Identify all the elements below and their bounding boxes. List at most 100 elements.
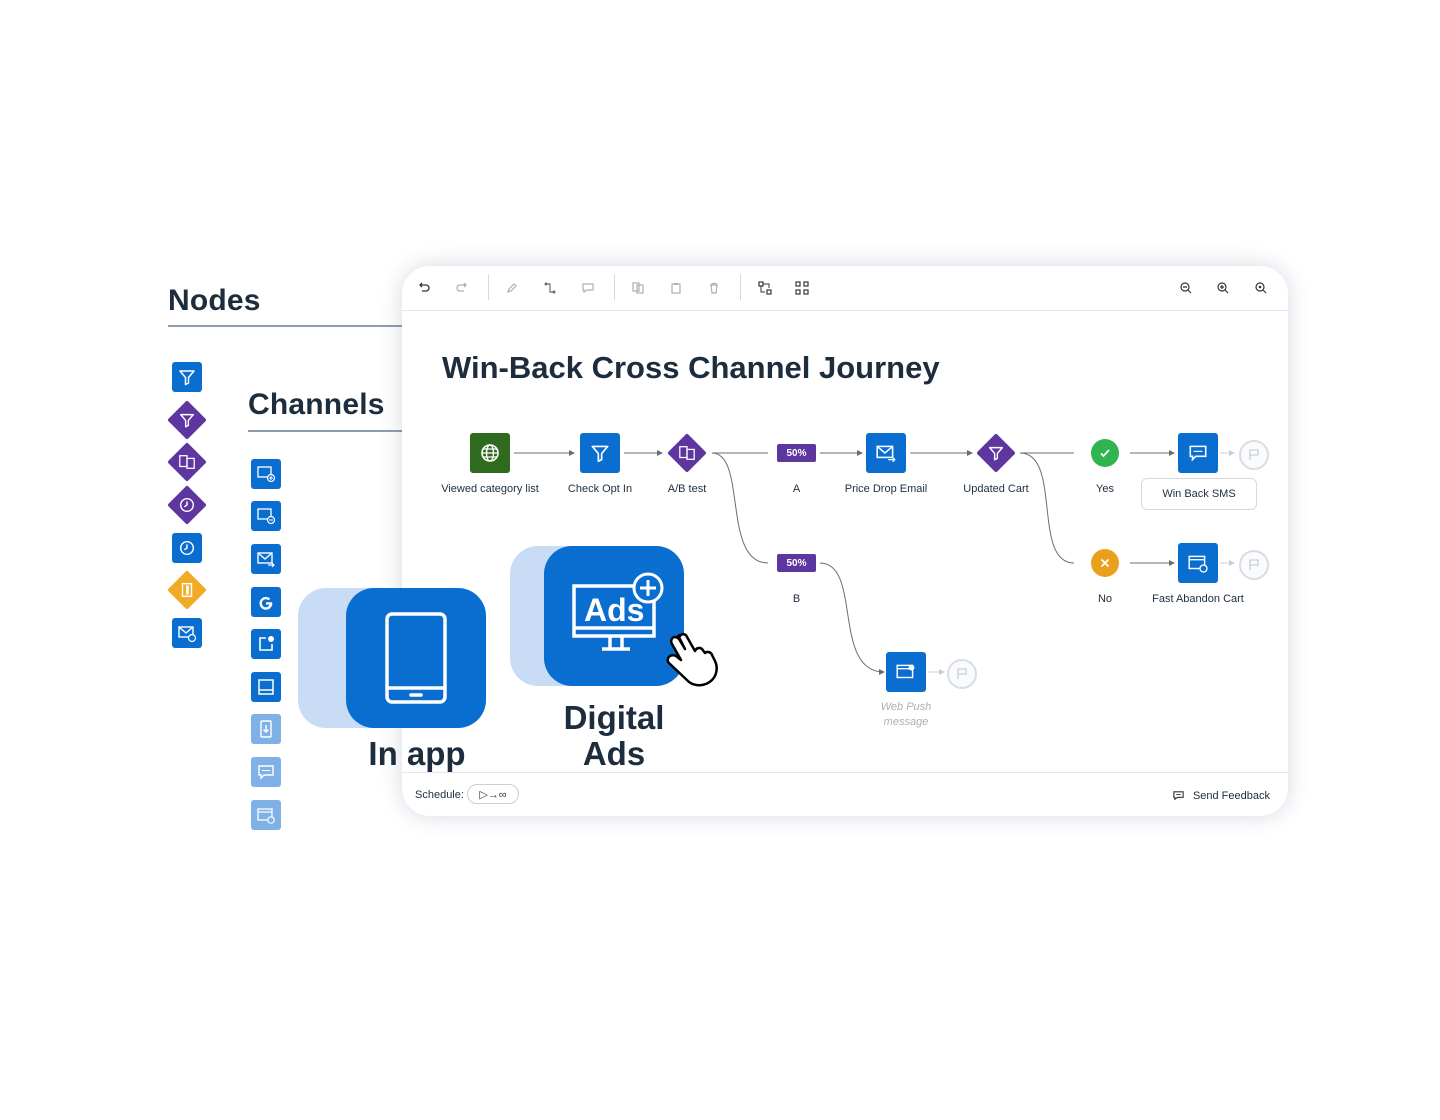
- ab-test-node[interactable]: [667, 433, 707, 473]
- split-b-badge[interactable]: 50%: [777, 554, 816, 572]
- fast-abandon-cart-node[interactable]: [1178, 543, 1218, 583]
- arrange-button[interactable]: [792, 278, 812, 298]
- end-node-push[interactable]: [947, 659, 977, 689]
- sms-icon: [258, 765, 274, 780]
- digital-ads-tile[interactable]: Ads: [544, 546, 684, 686]
- zoom-reset-button[interactable]: [1251, 278, 1271, 298]
- no-branch[interactable]: [1091, 549, 1119, 577]
- nodes-heading: Nodes: [168, 284, 261, 317]
- fit-icon: [758, 281, 772, 295]
- web-push-icon: [896, 664, 915, 679]
- digital-ads-label-line2: Ads: [582, 735, 646, 772]
- check-opt-in-node[interactable]: [580, 433, 620, 473]
- toolbar-separator: [488, 274, 489, 300]
- split-a-label: A: [792, 483, 801, 495]
- palette-sms-channel[interactable]: [251, 757, 281, 787]
- inbox-icon: [258, 679, 274, 695]
- filter-icon: [988, 446, 1004, 461]
- clock-icon: [179, 497, 195, 513]
- edit-button[interactable]: [502, 278, 522, 298]
- delete-button[interactable]: [704, 278, 724, 298]
- updated-cart-node[interactable]: [976, 433, 1016, 473]
- palette-decision-filter-node[interactable]: [167, 400, 207, 440]
- toolbar: [402, 266, 1288, 311]
- price-drop-email-node[interactable]: [866, 433, 906, 473]
- palette-download-channel[interactable]: [251, 714, 281, 744]
- digital-ads-label-line1: Digital: [563, 699, 665, 736]
- ads-monitor-icon: [572, 572, 664, 651]
- zoom-in-button[interactable]: [1213, 278, 1233, 298]
- palette-ads-add-channel[interactable]: [251, 459, 281, 489]
- editor-footer: Schedule: ▷→∞ Send Feedback: [402, 772, 1288, 816]
- toolbar-separator: [740, 274, 741, 300]
- notification-icon: [259, 636, 274, 651]
- in-app-tile[interactable]: [346, 588, 486, 728]
- schedule-label: Schedule:: [415, 789, 464, 801]
- close-icon: [1100, 558, 1110, 568]
- palette-filter-node[interactable]: [172, 362, 202, 392]
- check-icon: [1100, 449, 1110, 458]
- end-node-abandon[interactable]: [1239, 550, 1269, 580]
- web-push-icon: [1188, 555, 1208, 573]
- filter-icon: [591, 445, 609, 463]
- tablet-icon: [385, 612, 447, 704]
- globe-icon: [481, 444, 499, 462]
- google-icon: [259, 596, 273, 610]
- price-drop-email-label: Price Drop Email: [844, 483, 928, 495]
- copy-icon: [632, 282, 644, 294]
- palette-web-push-channel[interactable]: [251, 800, 281, 830]
- ads-remove-icon: [257, 508, 276, 525]
- flag-icon: [957, 668, 967, 679]
- copy-button[interactable]: [628, 278, 648, 298]
- check-opt-in-label: Check Opt In: [567, 483, 633, 495]
- hand-cursor-icon: [666, 632, 718, 687]
- split-a-badge[interactable]: 50%: [777, 444, 816, 462]
- win-back-sms-node[interactable]: [1178, 433, 1218, 473]
- feedback-icon: [1173, 791, 1184, 801]
- comment-icon: [582, 283, 594, 294]
- web-push-label: Web Push message: [880, 701, 932, 728]
- undo-icon: [419, 282, 430, 292]
- nodes-divider: [168, 325, 404, 327]
- channels-heading: Channels: [248, 388, 385, 421]
- palette-ab-test-node[interactable]: [167, 442, 207, 482]
- connect-button[interactable]: [540, 278, 560, 298]
- viewed-category-node[interactable]: [470, 433, 510, 473]
- ab-test-label: A/B test: [667, 483, 707, 495]
- updated-cart-label: Updated Cart: [963, 483, 1029, 495]
- flag-icon: [1249, 449, 1259, 460]
- palette-wait-node[interactable]: [172, 533, 202, 563]
- flag-icon: [1249, 559, 1259, 570]
- channels-divider: [248, 430, 404, 432]
- no-label: No: [1097, 593, 1113, 605]
- palette-email-channel[interactable]: [251, 544, 281, 574]
- palette-inbox-channel[interactable]: [251, 672, 281, 702]
- pencil-icon: [507, 283, 517, 293]
- palette-google-channel[interactable]: [251, 587, 281, 617]
- palette-email-check-node[interactable]: [172, 618, 202, 648]
- zoom-reset-icon: [1255, 282, 1267, 294]
- palette-notification-channel[interactable]: [251, 629, 281, 659]
- redo-button[interactable]: [452, 278, 472, 298]
- palette-ads-remove-channel[interactable]: [251, 501, 281, 531]
- palette-exit-node[interactable]: [167, 570, 207, 610]
- zoom-out-button[interactable]: [1176, 278, 1196, 298]
- door-icon: [181, 582, 193, 598]
- win-back-sms-label[interactable]: Win Back SMS: [1141, 478, 1257, 510]
- schedule-pill[interactable]: ▷→∞: [467, 784, 519, 804]
- fit-button[interactable]: [755, 278, 775, 298]
- yes-branch[interactable]: [1091, 439, 1119, 467]
- paste-button[interactable]: [666, 278, 686, 298]
- web-push-node[interactable]: [886, 652, 926, 692]
- web-push-icon: [257, 808, 275, 824]
- download-icon: [260, 720, 272, 738]
- email-send-icon: [876, 445, 896, 463]
- palette-wait-decision-node[interactable]: [167, 485, 207, 525]
- journey-editor-window: Win-Back Cross Channel Journey Viewed ca…: [402, 266, 1288, 816]
- end-node-sms[interactable]: [1239, 440, 1269, 470]
- send-feedback-link[interactable]: Send Feedback: [1172, 789, 1270, 802]
- undo-button[interactable]: [414, 278, 434, 298]
- comment-button[interactable]: [578, 278, 598, 298]
- journey-connectors: [514, 450, 1235, 675]
- redo-icon: [456, 282, 467, 292]
